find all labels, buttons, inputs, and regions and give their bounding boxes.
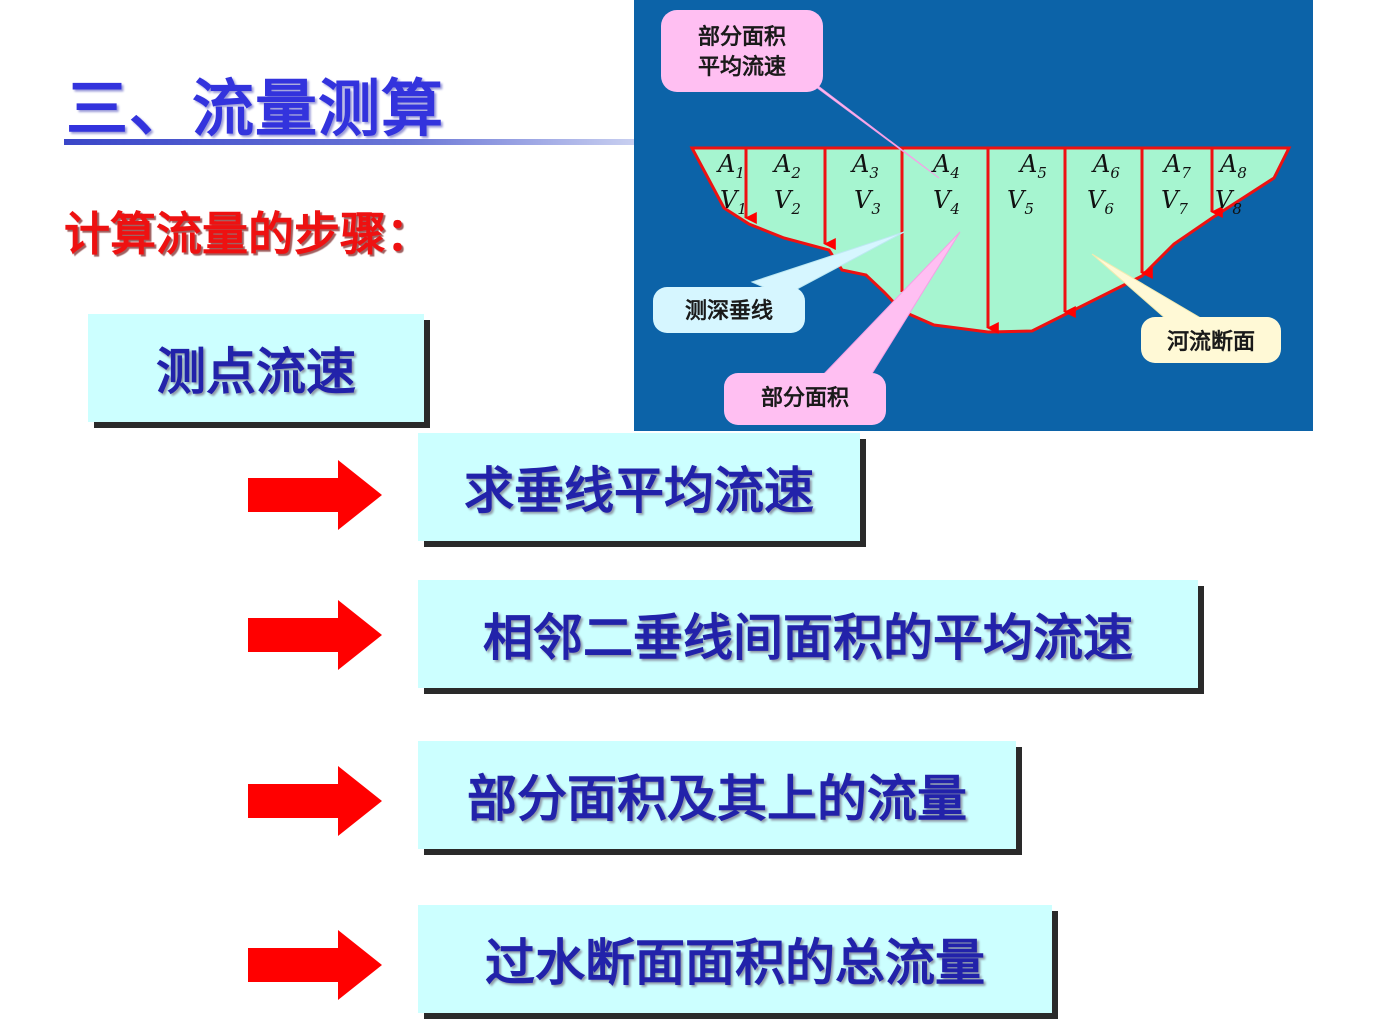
cross-section-diagram: 部分面积 平均流速 测深垂线 部分面积 河流断面 A1 A2 A3 A4 A5 … [634, 0, 1313, 431]
velocity-label-3: V3 [854, 186, 881, 218]
velocity-label-5: V5 [1007, 186, 1034, 218]
step-label-3: 相邻二垂线间面积的平均流速 [483, 609, 1133, 667]
cross-section-svg: 部分面积 平均流速 测深垂线 部分面积 河流断面 A1 A2 A3 A4 A5 … [653, 10, 1292, 425]
callout-partial-velocity-line1: 部分面积 [698, 24, 786, 50]
area-label-7: A7 [1162, 150, 1191, 182]
area-label-8: A8 [1218, 150, 1247, 182]
step-box-5: 过水断面面积的总流量 [418, 905, 1052, 1013]
page-title: 三、流量测算 [66, 72, 445, 145]
callout-partial-area: 部分面积 [761, 385, 849, 411]
velocity-labels: V1 V2 V3 V4 V5 V6 V7 V8 [720, 186, 1242, 218]
velocity-label-2: V2 [774, 186, 801, 218]
steps-heading: 计算流量的步骤： [64, 207, 432, 261]
callout-sounding-vertical: 测深垂线 [685, 298, 773, 324]
callout-box [661, 10, 823, 92]
area-label-3: A3 [850, 150, 879, 182]
velocity-label-6: V6 [1087, 186, 1114, 218]
callout-box [724, 373, 886, 425]
area-label-2: A2 [772, 150, 801, 182]
callout-box [653, 287, 805, 333]
step-box-4: 部分面积及其上的流量 [418, 741, 1016, 849]
arrow-right-icon [248, 766, 382, 836]
river-section-shape [689, 146, 1292, 334]
title-underline [64, 139, 634, 145]
step-label-4: 部分面积及其上的流量 [467, 770, 967, 828]
callout-box [1141, 317, 1281, 363]
arrow-right-icon [248, 460, 382, 530]
velocity-label-8: V8 [1215, 186, 1242, 218]
velocity-label-1: V1 [720, 186, 747, 218]
callout-partial-velocity-line2: 平均流速 [698, 54, 786, 80]
area-label-5: A5 [1018, 150, 1047, 182]
arrow-right-icon [248, 930, 382, 1000]
velocity-label-4: V4 [933, 186, 960, 218]
arrow-right-icon [248, 600, 382, 670]
step-box-3: 相邻二垂线间面积的平均流速 [418, 580, 1198, 688]
area-label-4: A4 [931, 150, 960, 182]
step-box-1: 测点流速 [88, 314, 424, 422]
step-box-2: 求垂线平均流速 [418, 433, 860, 541]
area-labels: A1 A2 A3 A4 A5 A6 A7 A8 [716, 150, 1247, 182]
area-label-1: A1 [716, 150, 745, 182]
sounding-lines [744, 148, 1223, 334]
callout-river-section: 河流断面 [1167, 329, 1255, 355]
step-label-1: 测点流速 [156, 343, 356, 401]
velocity-label-7: V7 [1161, 186, 1188, 218]
step-label-2: 求垂线平均流速 [464, 462, 814, 520]
step-label-5: 过水断面面积的总流量 [485, 934, 985, 992]
area-label-6: A6 [1091, 150, 1120, 182]
